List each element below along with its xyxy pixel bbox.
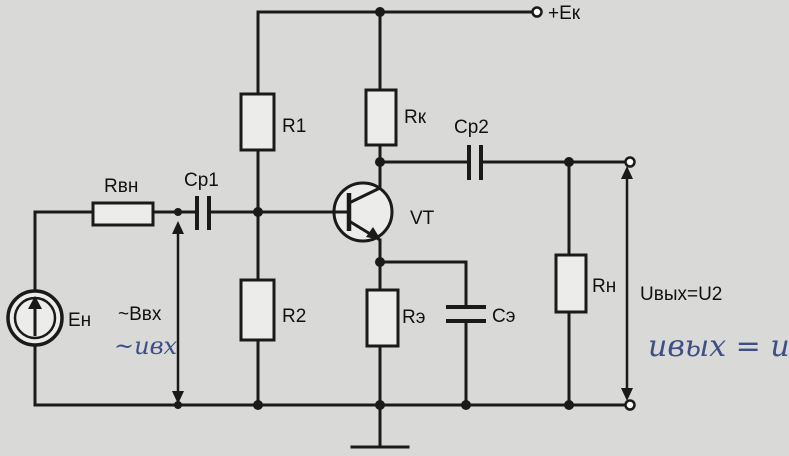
label-r1: R1 [282,116,306,137]
capacitor-cp2 [467,145,483,180]
resistor-rk [364,88,398,147]
supply-terminal [531,6,543,18]
label-supply: +Eк [548,3,581,24]
label-input-voltage: ~Bвх [118,304,162,325]
label-output-voltage: Uвых=U2 [640,284,722,305]
capacitor-cp1 [195,196,211,230]
handwritten-output-voltage: uвых = u2 [648,329,789,364]
input-voltage-arrow [172,221,184,404]
output-terminal-bottom [624,399,636,411]
label-rk: Rк [404,107,427,128]
resistor-rn [554,253,588,314]
resistor-rvn [91,201,155,227]
transistor-vt [330,181,394,243]
arrow-up-icon [28,296,42,309]
label-ce: Cэ [492,306,515,327]
label-vt: VT [410,208,435,229]
resistor-r2 [239,278,276,342]
junction-dots [174,7,574,410]
label-r2: R2 [282,306,306,327]
label-rvn: Rвн [104,176,138,197]
label-cp2: Cр2 [454,117,489,138]
label-cp1: Cр1 [184,170,219,191]
resistor-re [365,288,400,348]
label-re: Rэ [402,307,425,328]
label-en: Eн [68,310,91,331]
output-voltage-arrow [621,166,633,401]
emitter-arrow-icon [366,227,381,240]
label-rn: Rн [592,276,616,297]
resistor-r1 [239,92,276,152]
capacitor-ce [446,305,486,323]
wires [33,10,632,449]
handwritten-input-voltage: ~uвх [114,332,178,360]
current-source-en [6,289,64,347]
output-terminal-top [624,156,636,168]
